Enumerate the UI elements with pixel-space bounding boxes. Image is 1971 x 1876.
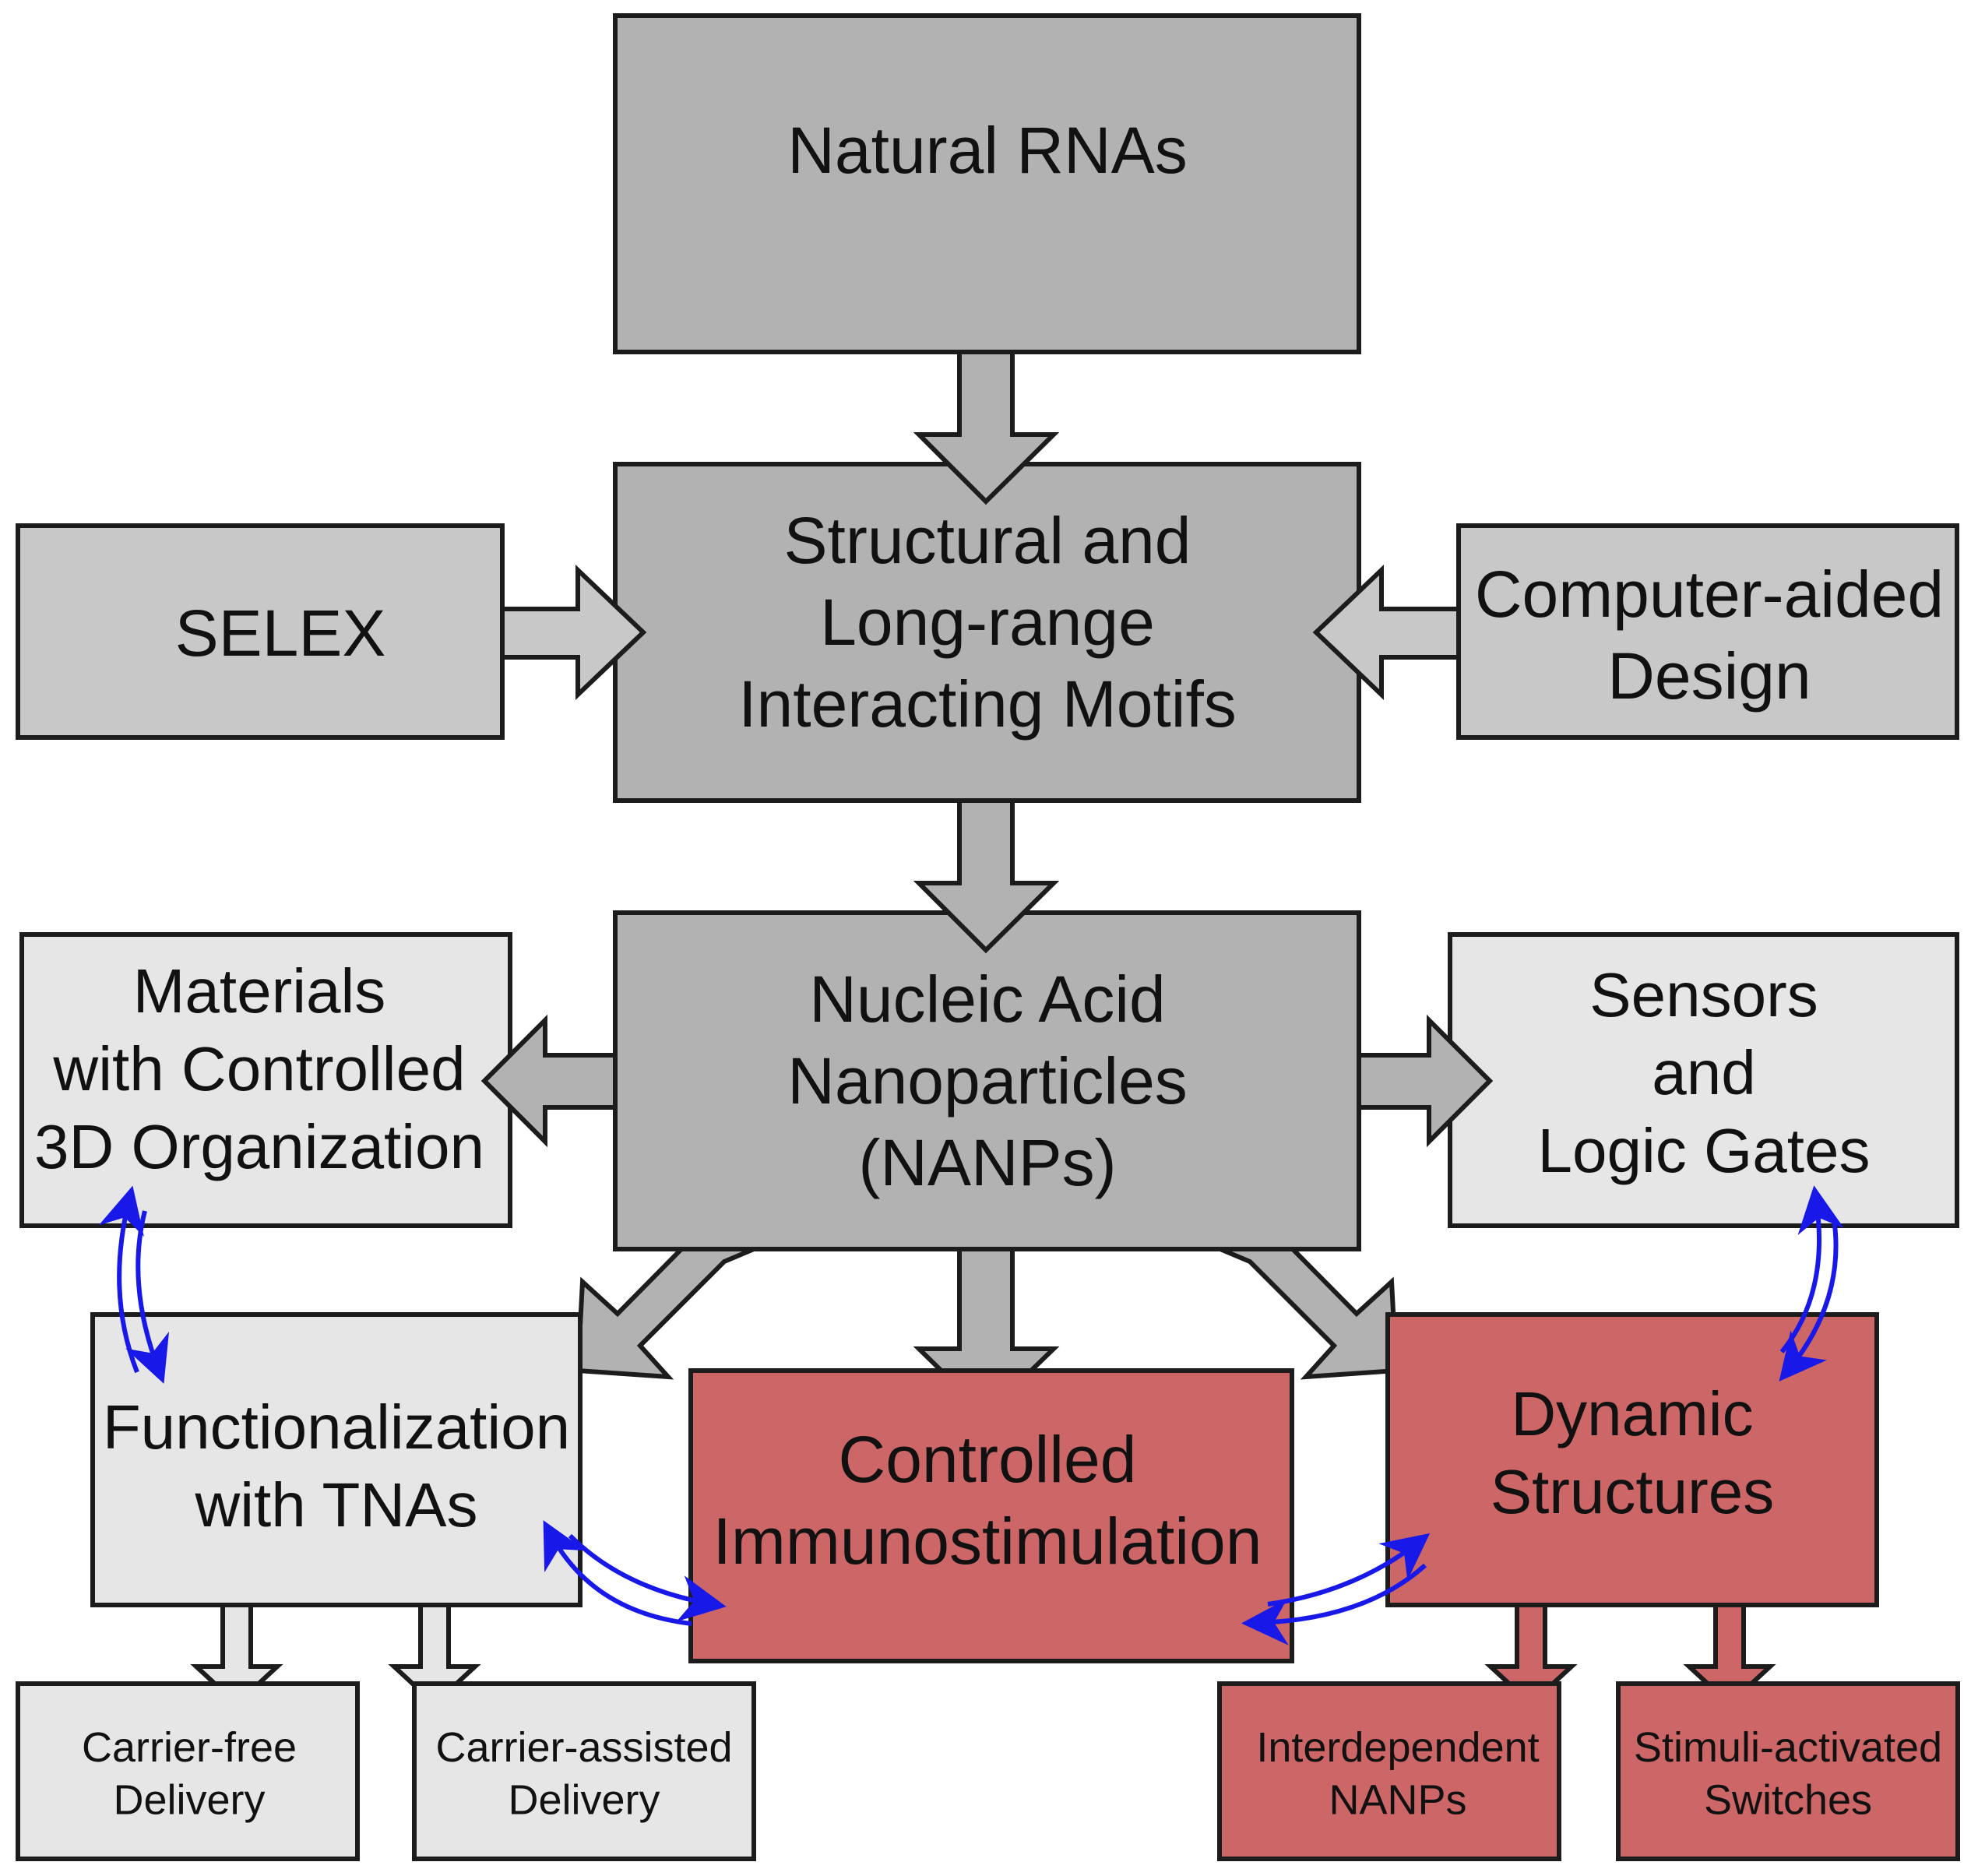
label-line: Interacting Motifs	[738, 667, 1237, 741]
label-line: Nucleic Acid	[809, 963, 1166, 1036]
label-line: Immunostimulation	[713, 1505, 1262, 1578]
label-line: Carrier-assisted	[435, 1724, 732, 1771]
label-line: Design	[1607, 639, 1811, 713]
arrow-selex-to-motifs	[500, 565, 647, 700]
natural-rnas-node: Natural RNAs	[613, 13, 1361, 354]
label-line: Structures	[1491, 1457, 1775, 1526]
label-line: Sensors	[1589, 960, 1818, 1030]
label-line: SELEX	[175, 597, 386, 670]
label-line: NANPs	[1329, 1777, 1466, 1824]
functionalization-label: Functionalization with TNAs	[103, 1392, 570, 1540]
arrow-motifs-to-nanps	[913, 798, 1060, 954]
label-line: Interdependent	[1256, 1724, 1539, 1771]
materials-label: Materials with Controlled 3D Organization	[34, 956, 484, 1181]
functionalization-node: Functionalization with TNAs	[90, 1312, 583, 1607]
label-line: with TNAs	[194, 1470, 477, 1540]
natural-rnas-label: Natural RNAs	[787, 114, 1187, 187]
label-line: 3D Organization	[34, 1112, 484, 1181]
arrow-nanps-to-dynamic	[1219, 1247, 1399, 1380]
arrow-nanps-to-functionalization	[575, 1247, 755, 1380]
cycle-arrows-sensors-dynamic	[1779, 1185, 1844, 1381]
cycle-arrow-up	[98, 1185, 144, 1374]
cycle-arrows-immunostimulation-dynamic	[1241, 1533, 1431, 1645]
label-line: Delivery	[113, 1777, 265, 1824]
label-line: Delivery	[508, 1777, 660, 1824]
label-line: Controlled	[839, 1423, 1137, 1496]
label-line: with Controlled	[52, 1034, 465, 1103]
cycle-arrow-right-2	[1267, 1533, 1431, 1607]
arrow-nanps-to-materials	[480, 1014, 618, 1148]
selex-label: SELEX	[175, 597, 386, 670]
label-line: Carrier-free	[82, 1724, 297, 1771]
label-line: (NANPs)	[858, 1126, 1116, 1199]
label-line: Natural RNAs	[787, 114, 1187, 187]
cycle-arrows-materials-functionalization	[98, 1185, 170, 1384]
label-line: Stimuli-activated	[1634, 1724, 1942, 1771]
label-line: Dynamic	[1511, 1379, 1753, 1448]
label-line: Materials	[133, 956, 386, 1026]
label-line: Long-range	[820, 586, 1155, 659]
arrow-computer-to-motifs	[1312, 565, 1461, 700]
cycle-arrow-left	[543, 1520, 692, 1626]
label-line: Logic Gates	[1538, 1116, 1871, 1185]
arrow-natural-to-motifs	[913, 350, 1060, 505]
cycle-arrow-left-2	[1241, 1563, 1427, 1645]
arrow-nanps-to-sensors	[1357, 1014, 1494, 1148]
label-line: Computer-aided	[1475, 558, 1944, 631]
label-line: Functionalization	[103, 1392, 570, 1462]
cycle-arrow-up-2	[1779, 1185, 1844, 1353]
label-line: and	[1652, 1038, 1755, 1107]
label-line: Switches	[1704, 1777, 1872, 1824]
label-line: Nanoparticles	[787, 1044, 1188, 1118]
cycle-arrows-functionalization-immunostimulation	[543, 1520, 727, 1626]
materials-node: Materials with Controlled 3D Organization	[19, 932, 512, 1228]
label-line: Structural and	[784, 504, 1191, 577]
cycle-arrow-down-2	[1779, 1218, 1839, 1381]
selex-node: SELEX	[16, 523, 505, 740]
